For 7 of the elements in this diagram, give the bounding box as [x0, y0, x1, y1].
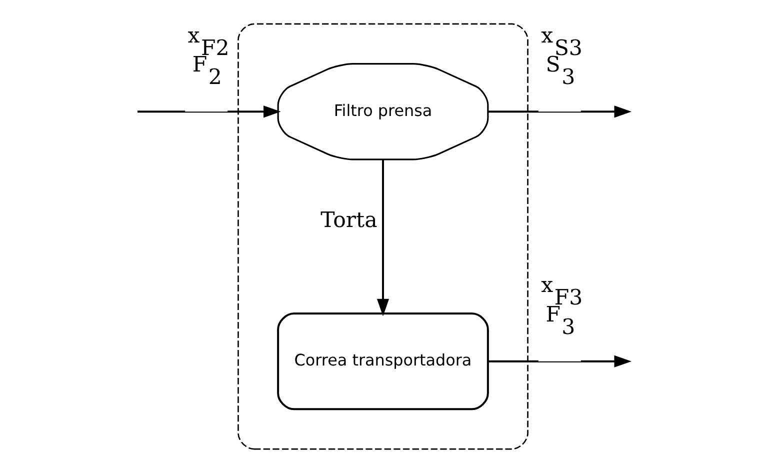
arrow [487, 355, 632, 368]
arrow [487, 106, 632, 118]
node-box: Correa transportadora [276, 312, 488, 410]
arrow [376, 160, 389, 316]
edge-label: Torta [320, 208, 377, 233]
arrow [136, 106, 280, 118]
cluster [237, 23, 528, 450]
